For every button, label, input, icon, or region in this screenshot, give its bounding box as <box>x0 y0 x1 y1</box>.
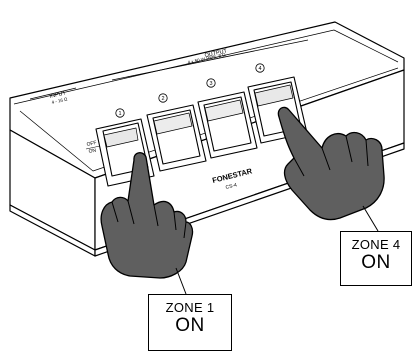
zone-4-callout: ZONE 4 ON <box>340 231 412 286</box>
svg-text:3: 3 <box>209 81 212 87</box>
switch-number-markers: 1 2 3 4 <box>115 63 265 118</box>
switch-number-4: 4 <box>255 63 265 73</box>
zone-1-leader <box>175 267 187 295</box>
rocker-switch-3[interactable] <box>197 91 258 159</box>
model-label: CS-4 <box>225 182 238 191</box>
zone-4-label: ZONE 4 <box>351 237 401 252</box>
zone-1-label: ZONE 1 <box>165 300 215 315</box>
input-spec: 4 - 16 Ω <box>51 96 68 105</box>
zone-1-callout: ZONE 1 ON <box>148 294 232 351</box>
svg-text:4: 4 <box>258 66 261 72</box>
switch-number-1: 1 <box>115 108 125 118</box>
off-label: OFF <box>86 140 97 148</box>
output-label: OUTPUT <box>204 48 228 59</box>
hand-zone-1 <box>100 152 194 279</box>
input-label: INPUT <box>49 90 67 100</box>
panel-section-lines <box>29 39 309 100</box>
svg-text:1: 1 <box>118 111 121 117</box>
hand-zone-4 <box>277 106 385 221</box>
zone-4-leader <box>362 205 379 232</box>
hand-icon <box>100 152 194 279</box>
callout-leader-lines <box>175 205 379 295</box>
rocker-switch-2[interactable] <box>146 104 207 172</box>
hand-icon <box>277 106 385 221</box>
zone-4-state: ON <box>361 252 391 273</box>
switch-number-2: 2 <box>158 93 168 103</box>
svg-text:2: 2 <box>161 96 164 102</box>
on-label: ON <box>88 147 97 155</box>
zone-1-state: ON <box>175 315 205 336</box>
switch-number-3: 3 <box>206 78 216 88</box>
